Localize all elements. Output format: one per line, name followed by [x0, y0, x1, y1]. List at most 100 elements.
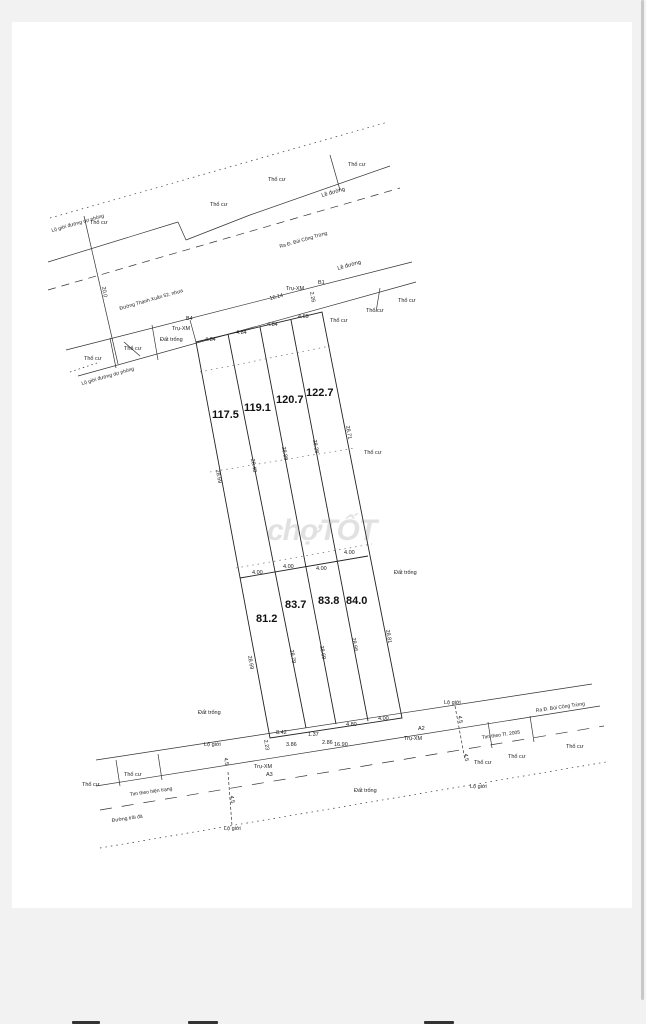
lot-line	[177, 221, 187, 241]
dim-16-90: 16.90	[334, 742, 348, 748]
road-edge-lower	[77, 281, 417, 377]
top-width-4: 4.69	[298, 314, 309, 320]
area-label-a1: 117.5	[212, 409, 239, 421]
area-label-b1: 81.2	[256, 613, 277, 625]
bottom-width-2: 1.37	[308, 732, 319, 738]
dotted-guides	[199, 345, 373, 569]
label-tho-cu: Thổ cư	[508, 753, 526, 760]
label-dat-trong: Đất trống	[394, 570, 417, 576]
mid-width-1: 4.00	[252, 570, 263, 576]
point-b4: B4	[186, 316, 193, 322]
side-dim-left-upper: 28.69	[214, 469, 222, 484]
corner-dim: 2.23	[262, 739, 270, 751]
watermark-logo: chợTỐT	[267, 514, 377, 547]
bottom-nav-bar	[0, 1016, 646, 1024]
label-tho-cu: Thổ cư	[124, 771, 142, 778]
lot-line	[454, 705, 466, 761]
lot-line	[227, 771, 233, 827]
area-label-a2: 119.1	[244, 402, 271, 414]
area-label-a4: 122.7	[306, 387, 334, 399]
label-dat-trong: Đất trống	[198, 710, 221, 716]
lower-road-top-edge	[95, 683, 593, 761]
label-duong-thanh-xuan: Đường Thạnh Xuân 52, nhựa	[119, 288, 184, 312]
road-width-left-bottom: 4.5	[228, 795, 235, 804]
dim-3-86: 3.86	[286, 742, 297, 748]
point-a2: A2	[418, 726, 425, 732]
mid-width-4: 4.00	[344, 550, 355, 556]
label-le-duong: Lề đường	[337, 260, 362, 272]
label-tho-cu: Thổ cư	[348, 161, 366, 168]
lot-line	[69, 361, 101, 373]
label-lo-gioi-quy-hoach: Lộ giới đường dự phóng	[81, 366, 135, 387]
label-tho-cu: Thổ cư	[90, 219, 108, 226]
lower-road-centerline	[99, 725, 605, 811]
point-b1: B1	[318, 280, 325, 286]
label-tho-cu: Thổ cư	[268, 176, 286, 183]
label-lo-gioi: Lộ giới	[444, 700, 461, 706]
lot-line	[487, 721, 493, 749]
road-centerline-upper	[47, 187, 401, 291]
label-lo-gioi: Lộ giới	[204, 742, 221, 748]
side-dim-c1-upper: 28.48	[249, 458, 257, 473]
scrollbar[interactable]	[641, 0, 644, 1000]
setback-line	[83, 215, 119, 365]
upper-road-edge	[47, 221, 179, 263]
side-dim-c1-lower: 28.79	[288, 649, 296, 664]
lot-line	[329, 154, 341, 191]
lot-line	[157, 753, 163, 781]
area-label-b2: 83.7	[285, 599, 306, 611]
lot-line	[185, 214, 251, 241]
side-dim-c3-upper: 28.28	[311, 439, 319, 454]
label-tho-cu: Thổ cư	[330, 317, 348, 324]
label-dat-trong: Đất trống	[354, 788, 377, 794]
area-label-b3: 83.8	[318, 595, 339, 607]
dim-2-86: 2.86	[322, 740, 333, 746]
parcel-outline	[189, 311, 403, 739]
label-duong-trai-da: Đường trải đá	[111, 814, 143, 824]
lot-line	[123, 341, 141, 357]
label-tho-cu: Thổ cư	[474, 759, 492, 766]
top-width-1: 4.84	[205, 337, 216, 343]
road-width-left-top: 4.5	[222, 757, 229, 766]
bottom-width-4: 4.00	[378, 716, 389, 722]
label-dat-trong: Đất trống	[160, 337, 183, 343]
label-tru-xm: Trụ-XM	[172, 326, 191, 332]
bottom-width-1: 8.42	[276, 730, 287, 736]
label-lo-gioi: Lộ giới	[470, 784, 487, 790]
label-tho-cu: Thổ cư	[366, 307, 384, 314]
label-ra-bui-cong-trung: Ra Đ. Bùi Công Trừng	[279, 230, 328, 249]
mid-width-3: 4.00	[316, 566, 327, 572]
label-le-duong: Lề đường	[321, 187, 346, 199]
mid-width-2: 4.00	[283, 564, 294, 570]
road-width-right-top: 4.5	[456, 715, 463, 724]
land-plot-diagram: 117.5 119.1 120.7 122.7 81.2 83.7 83.8 8…	[47, 121, 607, 849]
side-dim-right-upper: 28.71	[344, 425, 352, 440]
side-dim-c2-upper: 28.88	[280, 446, 288, 461]
frontage-dim: 16.14	[269, 293, 284, 302]
nav-icon-home[interactable]	[188, 1021, 218, 1024]
area-label-a3: 120.7	[276, 394, 304, 406]
label-tho-cu: Thổ cư	[84, 355, 102, 362]
side-dim-left-lower: 28.69	[246, 655, 254, 670]
nav-icon-back[interactable]	[72, 1021, 100, 1024]
road-width-right-bottom: 4.5	[462, 753, 469, 762]
label-tru-xm: Trụ-XM	[286, 286, 305, 292]
label-tho-cu: Thổ cư	[82, 781, 100, 788]
road-edge	[65, 261, 413, 351]
label-lo-gioi: Lộ giới	[224, 826, 241, 832]
lot-line	[529, 715, 535, 743]
upper-road-boundary-dotted	[49, 121, 389, 219]
drawing-sheet: 117.5 119.1 120.7 122.7 81.2 83.7 83.8 8…	[12, 22, 632, 908]
post-dim: 2.26	[308, 291, 316, 303]
label-tho-cu: Thổ cư	[124, 345, 142, 352]
area-label-b4: 84.0	[346, 595, 367, 607]
nav-icon-menu[interactable]	[424, 1021, 454, 1024]
label-tru-xm-right: Trụ-XM	[404, 736, 423, 742]
lot-line	[115, 759, 121, 787]
label-tho-cu-right: Thổ cư	[364, 449, 382, 456]
label-tho-cu: Thổ cư	[210, 201, 228, 208]
top-width-2: 4.84	[236, 330, 247, 336]
side-dim-c2-lower: 28.69	[318, 645, 326, 660]
lot-line	[249, 165, 391, 216]
side-dim-c3-lower: 28.66	[350, 637, 358, 652]
